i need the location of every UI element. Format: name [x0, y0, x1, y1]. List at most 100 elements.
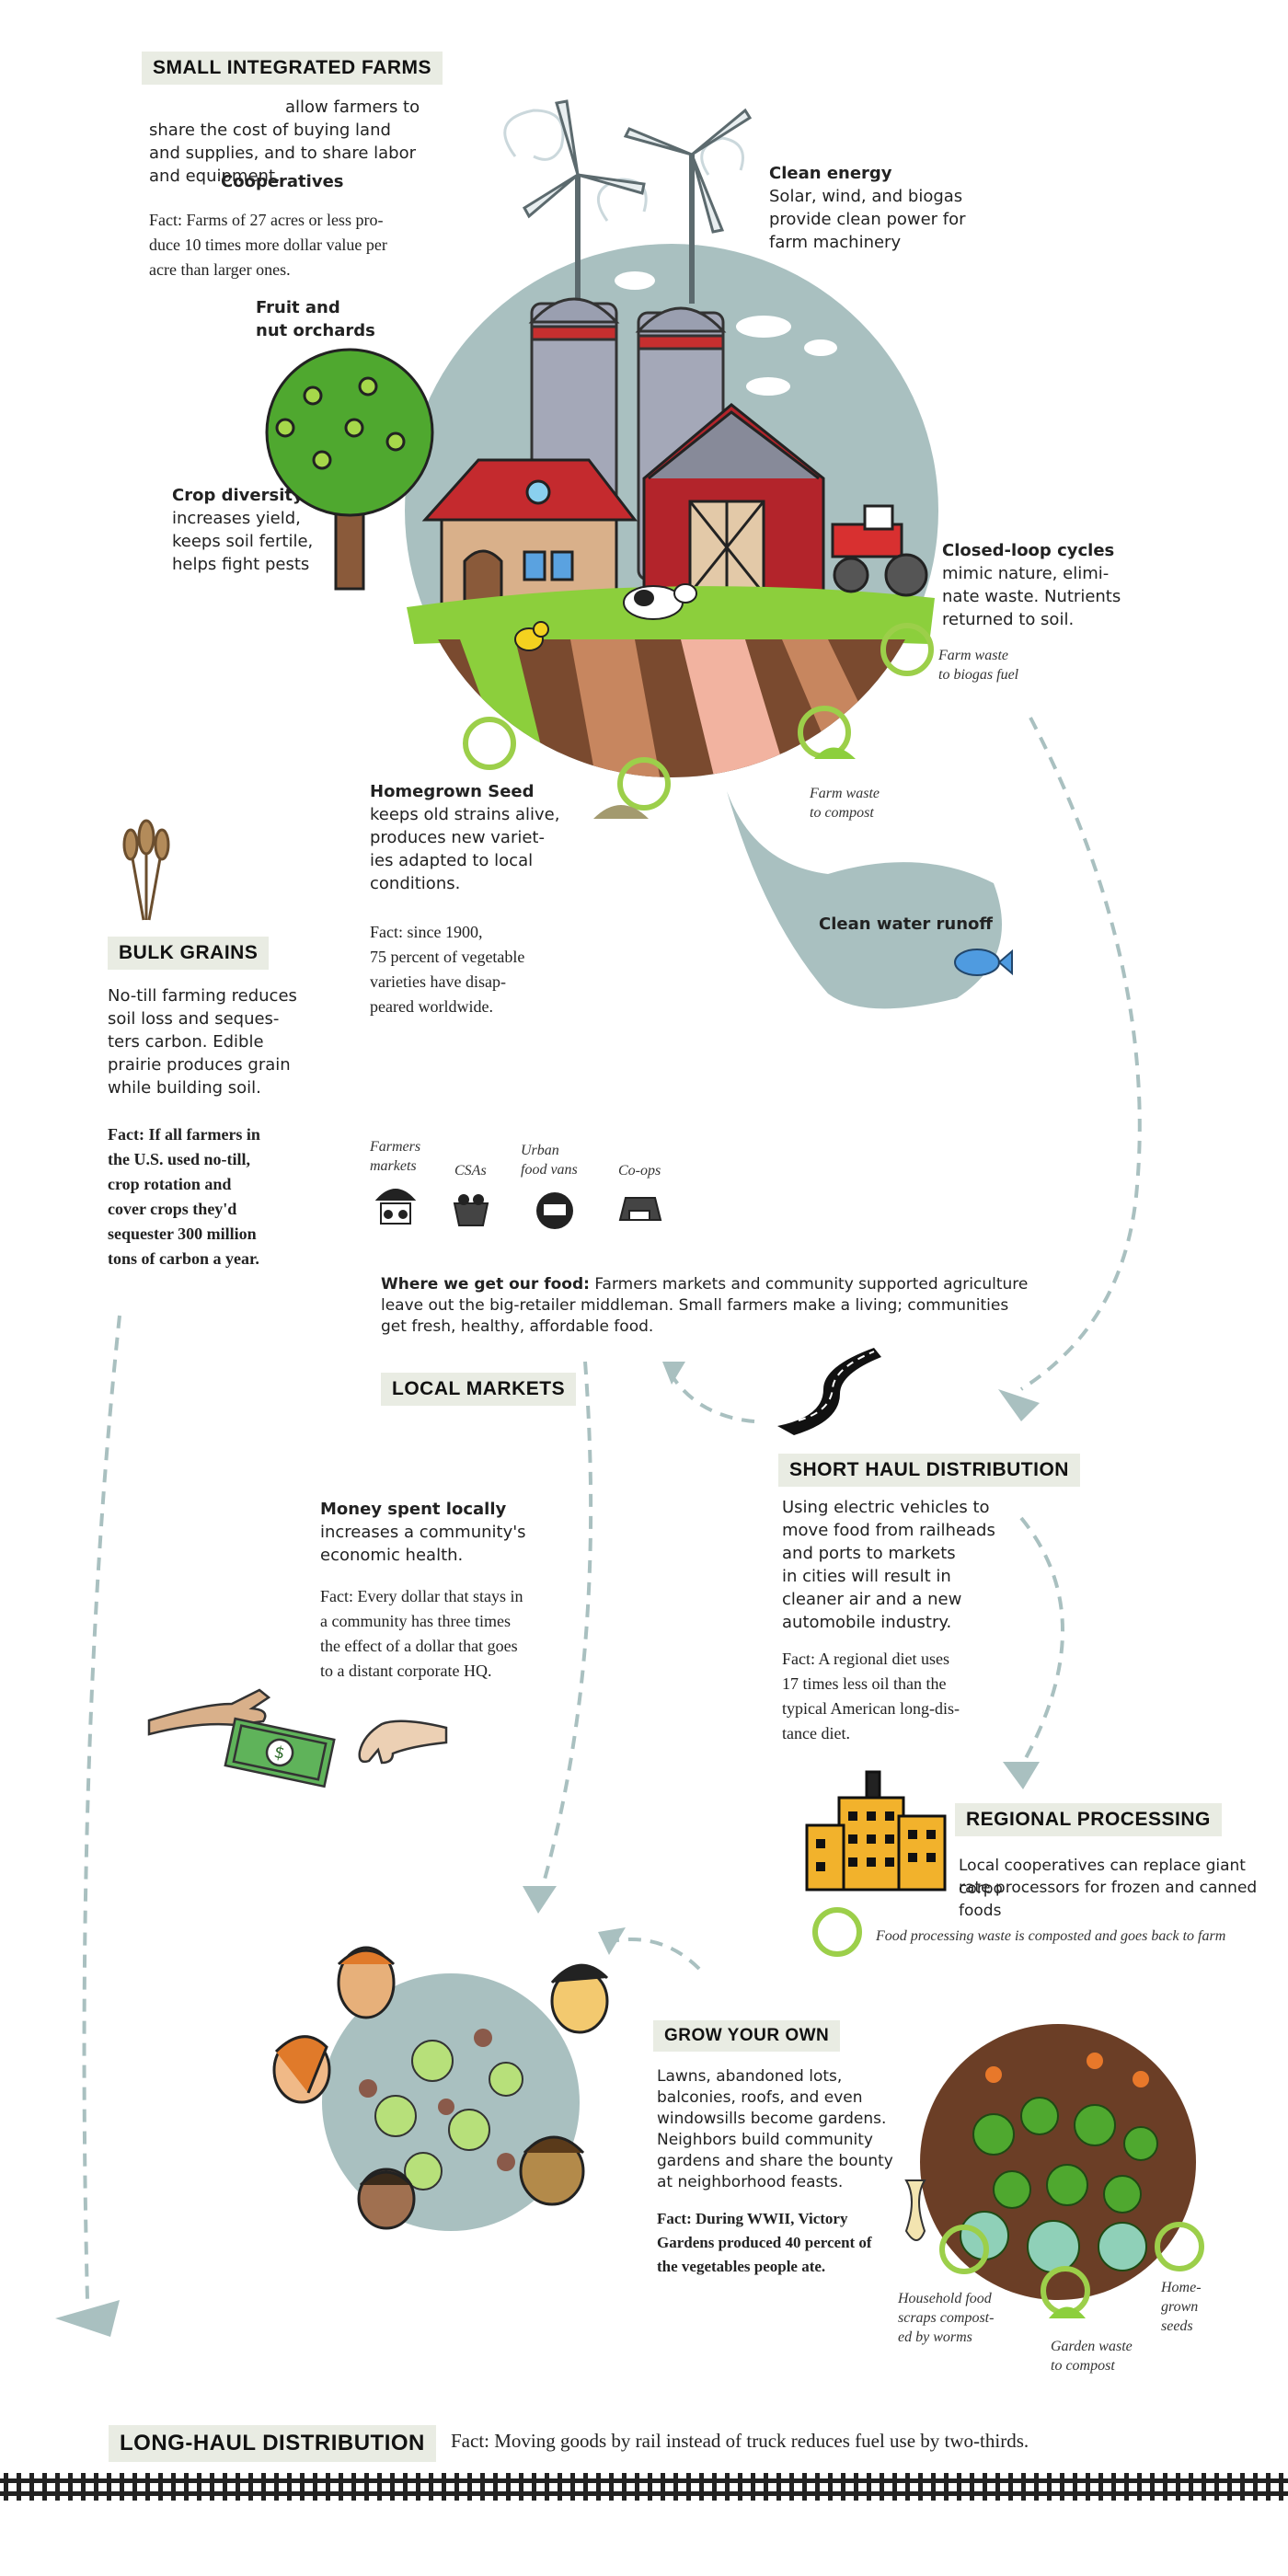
rail-tie [1086, 2473, 1090, 2501]
money-line-1: increases a community's [320, 1523, 526, 1542]
outlet-vans-label-1: Urban [521, 1143, 559, 1158]
short-line-1: Using electric vehicles to [782, 1498, 990, 1517]
rail-tie [1111, 2473, 1116, 2501]
rail-tie [223, 2473, 227, 2501]
coop-line-2: share the cost of buying land [149, 121, 391, 140]
grains-line-2: soil loss and seques- [108, 1009, 280, 1029]
rail-tie [68, 2473, 73, 2501]
factory-icon [805, 1770, 947, 1892]
grow-title: GROW YOUR OWN [653, 2020, 841, 2052]
homegrown-seed-title: Homegrown Seed [370, 782, 535, 801]
rail-tie [158, 2473, 163, 2501]
grow-line-6: at neighborhood feasts. [657, 2173, 844, 2191]
rail-tie [42, 2473, 47, 2501]
rail-tie [300, 2473, 305, 2501]
money-fact-3: the effect of a dollar that goes [320, 1637, 518, 1655]
rail-tie [1137, 2473, 1142, 2501]
rail-tie [94, 2473, 98, 2501]
closed-loop-title: Closed-loop cycles [942, 541, 1115, 560]
rail-tie [583, 2473, 588, 2501]
arrow-farm-to-shorthaul [1019, 717, 1142, 1391]
seed-line-3: ies adapted to local [370, 851, 534, 870]
rail-tie [738, 2473, 742, 2501]
recycle-loop-icon [812, 1907, 862, 1957]
arrow-shorthaul-to-processing [1019, 1516, 1064, 1767]
where-line-3: get fresh, healthy, affordable food. [381, 1317, 654, 1336]
rail-tie [841, 2473, 845, 2501]
rail-tie [416, 2473, 420, 2501]
rail-tie [725, 2473, 730, 2501]
rail-tie [944, 2473, 949, 2501]
rail-tie [145, 2473, 150, 2501]
rail-tie [815, 2473, 820, 2501]
rail-tie [1253, 2473, 1258, 2501]
rail-tie [261, 2473, 266, 2501]
regional-title: REGIONAL PROCESSING [955, 1803, 1222, 1836]
rail-tie [957, 2473, 961, 2501]
short-line-2: move food from railheads [782, 1521, 995, 1540]
farms-fact-1: Fact: Farms of 27 acres or less pro- [149, 211, 384, 229]
rail-tie [1047, 2473, 1052, 2501]
van-icon [536, 1192, 573, 1229]
rail-tie [905, 2473, 910, 2501]
rail-tie [506, 2473, 511, 2501]
recycle-loop-icon [1155, 2222, 1204, 2271]
money-fact-1: Fact: Every dollar that stays in [320, 1587, 523, 1605]
scraps-caption-2: scraps compost- [898, 2310, 995, 2326]
energy-line-2: provide clean power for [769, 210, 966, 229]
cow-icon [623, 583, 697, 620]
rail-tie [171, 2473, 176, 2501]
crop-line-3: helps fight pests [172, 555, 310, 574]
rail-tie [1279, 2473, 1283, 2501]
water-runoff-drop [727, 791, 1002, 1009]
rail-tie [339, 2473, 343, 2501]
coop-line-3: and supplies, and to share labor [149, 144, 416, 163]
loop-line-3: returned to soil. [942, 610, 1075, 629]
arrow-markets-to-feast [541, 1361, 593, 1887]
store-icon [618, 1197, 662, 1221]
right-hand-icon [358, 1719, 448, 1765]
rail-tie [403, 2473, 408, 2501]
rail-tie [454, 2473, 459, 2501]
chick-icon [514, 621, 549, 651]
rail-tie [699, 2473, 704, 2501]
coop-line-1: allow farmers to [285, 98, 420, 117]
rail-tie [493, 2473, 498, 2501]
loop-line-1: mimic nature, elimi- [942, 564, 1110, 583]
recycle-loop-icon [939, 2225, 989, 2274]
arrow-shorthaul-to-markets [670, 1374, 755, 1423]
orchards-line-2: nut orchards [256, 321, 375, 340]
local-markets-title: LOCAL MARKETS [381, 1373, 577, 1406]
biogas-caption-2: to biogas fuel [938, 667, 1019, 683]
rail-tie [120, 2473, 124, 2501]
coop-line-4: and equipment. [149, 167, 281, 186]
rail-tie [764, 2473, 768, 2501]
compost-caption-2: to compost [810, 805, 874, 821]
rail-tie [81, 2473, 86, 2501]
farms-fact-2: duce 10 times more dollar value per [149, 236, 387, 254]
where-line-2: leave out the big-retailer middleman. Sm… [381, 1296, 1009, 1315]
regional-caption: Food processing waste is composted and g… [876, 1928, 1226, 1944]
rail-tie [1008, 2473, 1013, 2501]
compost-caption-1: Farm waste [810, 786, 880, 801]
rail-tie [751, 2473, 755, 2501]
short-fact-2: 17 times less oil than the [782, 1674, 947, 1693]
rail-tie [558, 2473, 562, 2501]
rail-tie [892, 2473, 897, 2501]
seeds-caption-2: grown [1161, 2299, 1199, 2315]
grains-fact-5: sequester 300 million [108, 1225, 257, 1243]
grains-line-1: No-till farming reduces [108, 986, 297, 1006]
tractor-icon [831, 504, 928, 597]
rail-tie [635, 2473, 639, 2501]
rail-tie [828, 2473, 833, 2501]
seeds-caption-3: seeds [1161, 2318, 1193, 2334]
rail-tie [609, 2473, 614, 2501]
rail-tie [1240, 2473, 1245, 2501]
farm-illustration [265, 99, 1013, 1009]
rail-tie [197, 2473, 201, 2501]
money-fact-4: to a distant corporate HQ. [320, 1662, 492, 1680]
seed-fact-3: varieties have disap- [370, 972, 506, 991]
rail-tie [802, 2473, 807, 2501]
rail-tie [1021, 2473, 1026, 2501]
grains-line-4: prairie produces grain [108, 1055, 291, 1075]
